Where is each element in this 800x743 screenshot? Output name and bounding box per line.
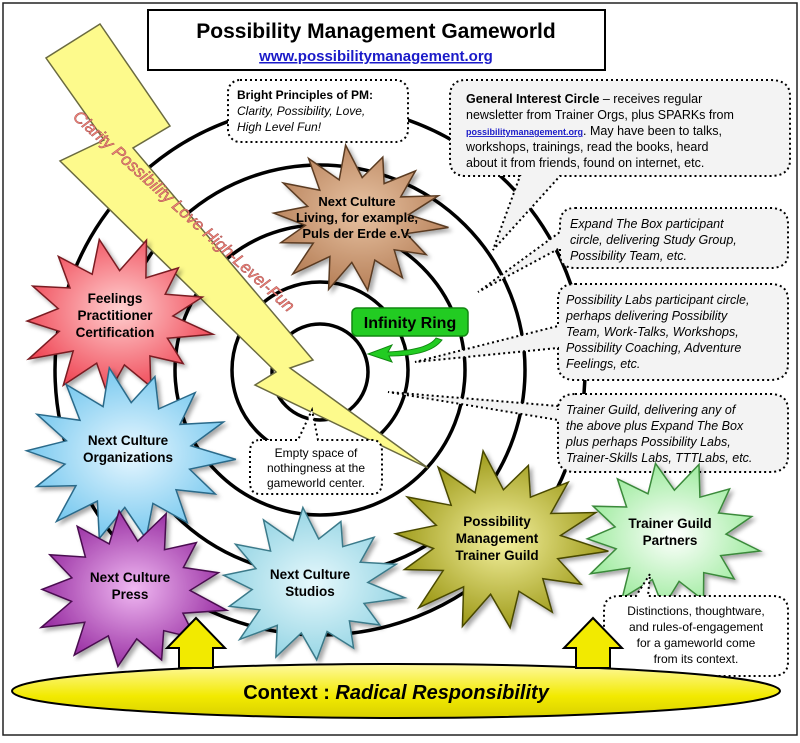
empty-space-line3: gameworld center. xyxy=(267,476,365,490)
infinity-ring-arrow xyxy=(366,337,443,363)
possibility-labs-line2: perhaps delivering Possibility xyxy=(565,309,728,323)
empty-space-line2: nothingness at the xyxy=(267,461,365,475)
star-partners-line2: Partners xyxy=(643,533,698,548)
star-living-line2: Living, for example, xyxy=(296,210,418,225)
possibility-labs-line5: Feelings, etc. xyxy=(566,357,640,371)
empty-space-line1: Empty space of xyxy=(275,446,358,460)
star-guild-shape xyxy=(392,448,609,630)
star-organizations-line2: Organizations xyxy=(83,450,173,465)
context-label: Context : Radical Responsibility xyxy=(243,682,550,704)
distinctions-line4: from its context. xyxy=(654,652,739,666)
possibility-labs-line3: Team, Work-Talks, Workshops, xyxy=(566,325,739,339)
possibility-labs-line1: Possibility Labs participant circle, xyxy=(566,293,749,307)
star-press-shape xyxy=(38,509,230,669)
star-partners-line1: Trainer Guild xyxy=(628,516,711,531)
ring-5 xyxy=(270,322,370,422)
callout-general-interest: General Interest Circle – receives regul… xyxy=(449,79,791,251)
distinctions-line1: Distinctions, thoughtware, xyxy=(627,604,764,618)
star-partners-shape xyxy=(585,461,763,610)
title-box: Possibility Management Gameworld www.pos… xyxy=(147,9,606,71)
star-guild-line2: Management xyxy=(456,531,539,546)
star-press-line2: Press xyxy=(112,587,149,602)
bright-principles-heading: Bright Principles of PM: xyxy=(237,88,373,102)
star-organizations-shape xyxy=(23,365,237,541)
context-arrows xyxy=(164,616,625,669)
site-url[interactable]: www.possibilitymanagement.org xyxy=(258,48,493,65)
context-foundation: Context : Radical Responsibility xyxy=(11,663,781,719)
star-living-line1: Next Culture xyxy=(318,194,395,209)
general-interest-line1: General Interest Circle – receives regul… xyxy=(466,92,702,106)
expand-box-line2: circle, delivering Study Group, xyxy=(570,233,737,247)
general-interest-line2: newsletter from Trainer Orgs, plus SPARK… xyxy=(466,108,734,122)
star-studios-shape xyxy=(221,505,408,662)
star-feelings-certification[interactable]: Feelings Practitioner Certification xyxy=(24,237,216,397)
infinity-ring-marker: Infinity Ring xyxy=(351,307,469,363)
star-guild-line1: Possibility xyxy=(463,514,531,529)
trainer-guild-line2: the above plus Expand The Box xyxy=(566,419,744,433)
up-arrow-left-icon xyxy=(164,616,228,669)
infinity-ring-label: Infinity Ring xyxy=(364,315,456,332)
star-living-shape xyxy=(271,142,449,293)
bolt-shape xyxy=(44,22,429,469)
star-feelings-line3: Certification xyxy=(76,325,155,340)
distinctions-line3: for a gameworld come xyxy=(637,636,756,650)
callout-empty-space: Empty space of nothingness at the gamewo… xyxy=(249,406,383,495)
callout-bright-principles: Bright Principles of PM: Clarity, Possib… xyxy=(227,79,409,143)
expand-box-line1: Expand The Box participant xyxy=(570,217,724,231)
star-living-line3: Puls der Erde e.V. xyxy=(302,226,411,241)
star-guild-line3: Trainer Guild xyxy=(455,548,538,563)
star-feelings-line1: Feelings xyxy=(88,291,143,306)
star-trainer-guild[interactable]: Possibility Management Trainer Guild xyxy=(392,448,609,630)
trainer-guild-line3: plus perhaps Possibility Labs, xyxy=(565,435,731,449)
possibility-labs-line4: Possibility Coaching, Adventure xyxy=(566,341,741,355)
callout-possibility-labs: Possibility Labs participant circle, per… xyxy=(414,283,789,381)
callout-distinctions: Distinctions, thoughtware, and rules-of-… xyxy=(603,573,789,677)
star-studios-line2: Studios xyxy=(285,584,335,599)
star-next-culture-organizations[interactable]: Next Culture Organizations xyxy=(23,365,237,541)
bright-principles-line2: High Level Fun! xyxy=(237,120,322,134)
star-feelings-line2: Practitioner xyxy=(77,308,153,323)
general-interest-line4: workshops, trainings, read the books, he… xyxy=(465,140,709,154)
page-title: Possibility Management Gameworld xyxy=(196,20,555,43)
distinctions-line2: and rules-of-engagement xyxy=(629,620,764,634)
star-studios-line1: Next Culture xyxy=(270,567,351,582)
up-arrow-right-icon xyxy=(561,616,625,669)
trainer-guild-line1: Trainer Guild, delivering any of xyxy=(566,403,737,417)
bright-principles-line1: Clarity, Possibility, Love, xyxy=(237,104,365,118)
star-organizations-line1: Next Culture xyxy=(88,433,169,448)
general-interest-line5: about it from friends, found on internet… xyxy=(466,156,704,170)
star-next-culture-press[interactable]: Next Culture Press xyxy=(38,509,230,669)
star-next-culture-living[interactable]: Next Culture Living, for example, Puls d… xyxy=(271,142,449,293)
general-interest-line3: possibilitymanagement.org. May have been… xyxy=(466,124,722,138)
trainer-guild-line4: Trainer-Skills Labs, TTTLabs, etc. xyxy=(566,451,752,465)
context-ellipse xyxy=(11,663,781,719)
callout-expand-the-box: Expand The Box participant circle, deliv… xyxy=(477,207,789,293)
star-feelings-shape xyxy=(24,237,216,397)
star-trainer-guild-partners[interactable]: Trainer Guild Partners xyxy=(585,461,763,610)
star-press-line1: Next Culture xyxy=(90,570,171,585)
expand-box-line3: Possibility Team, etc. xyxy=(570,249,687,263)
star-next-culture-studios[interactable]: Next Culture Studios xyxy=(221,505,408,662)
callout-trainer-guild: Trainer Guild, delivering any of the abo… xyxy=(387,391,789,473)
infinity-ring-label-box xyxy=(351,307,469,337)
